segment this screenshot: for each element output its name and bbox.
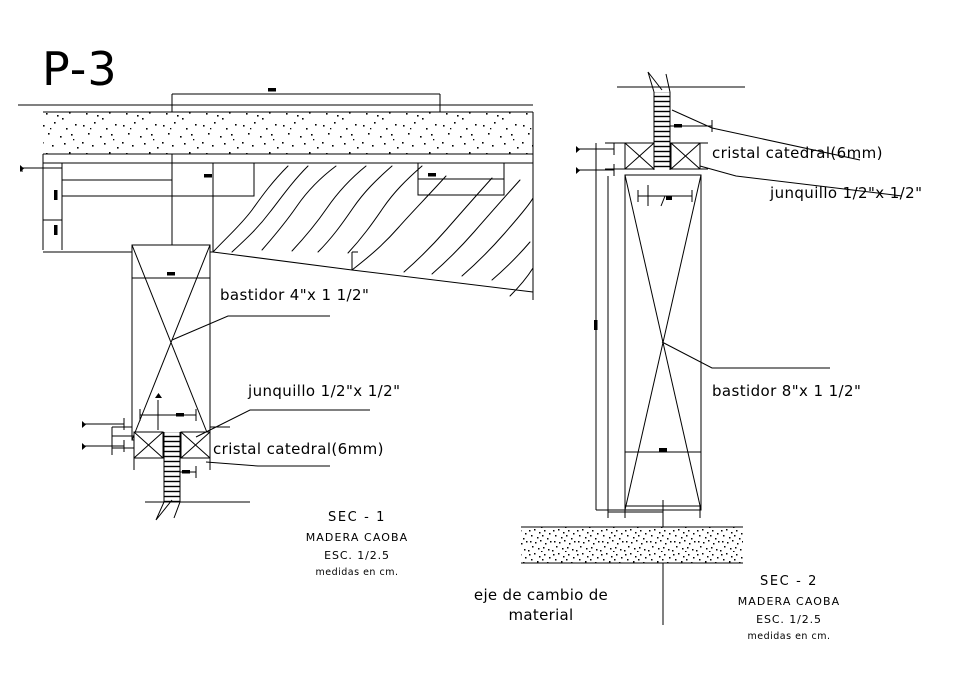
floor-dimension <box>608 506 700 518</box>
left-frame-detail <box>62 163 254 250</box>
label-junquillo-left: junquillo 1/2"x 1/2" <box>247 382 400 400</box>
titleblock-right-material: MADERA CAOBA <box>738 595 841 608</box>
glazing-detail-right <box>576 72 745 176</box>
floor-terrain-hatch <box>521 527 743 563</box>
titleblock-left-units: medidas en cm. <box>316 567 399 578</box>
titleblock-left-section: SEC - 1 <box>328 510 386 525</box>
label-junquillo-right: junquillo 1/2"x 1/2" <box>769 184 922 202</box>
axis-note-line-2: material <box>508 606 573 624</box>
section-1-drawing <box>18 88 534 520</box>
titleblock-right-section: SEC - 2 <box>760 574 818 589</box>
axis-note-line-1: eje de cambio de <box>474 586 608 604</box>
glazing-detail-left <box>82 418 250 520</box>
page-title: P-3 <box>42 42 118 96</box>
bastidor-member-left <box>132 245 210 440</box>
label-cristal-right: cristal catedral(6mm) <box>712 144 883 162</box>
dimension-ticks-left <box>20 165 62 235</box>
titleblock-left-scale: ESC. 1/2.5 <box>324 549 390 562</box>
label-bastidor-left: bastidor 4"x 1 1/2" <box>220 286 369 304</box>
titleblock-section-1: SEC - 1 MADERA CAOBA ESC. 1/2.5 medidas … <box>306 510 409 578</box>
concrete-slab-hatch <box>43 112 533 154</box>
inner-dimension-left <box>140 393 196 430</box>
inner-dimension-right <box>638 185 692 206</box>
titleblock-right-units: medidas en cm. <box>748 631 831 642</box>
leader-lines-right <box>662 110 902 368</box>
titleblock-right-scale: ESC. 1/2.5 <box>756 613 822 626</box>
leader-lines-left <box>172 316 370 466</box>
right-frame-detail <box>418 163 533 195</box>
label-cristal-left: cristal catedral(6mm) <box>213 440 384 458</box>
titleblock-section-2: SEC - 2 MADERA CAOBA ESC. 1/2.5 medidas … <box>738 574 841 642</box>
titleblock-left-material: MADERA CAOBA <box>306 531 409 544</box>
label-bastidor-right: bastidor 8"x 1 1/2" <box>712 382 861 400</box>
wood-grain-hatch <box>212 165 534 297</box>
